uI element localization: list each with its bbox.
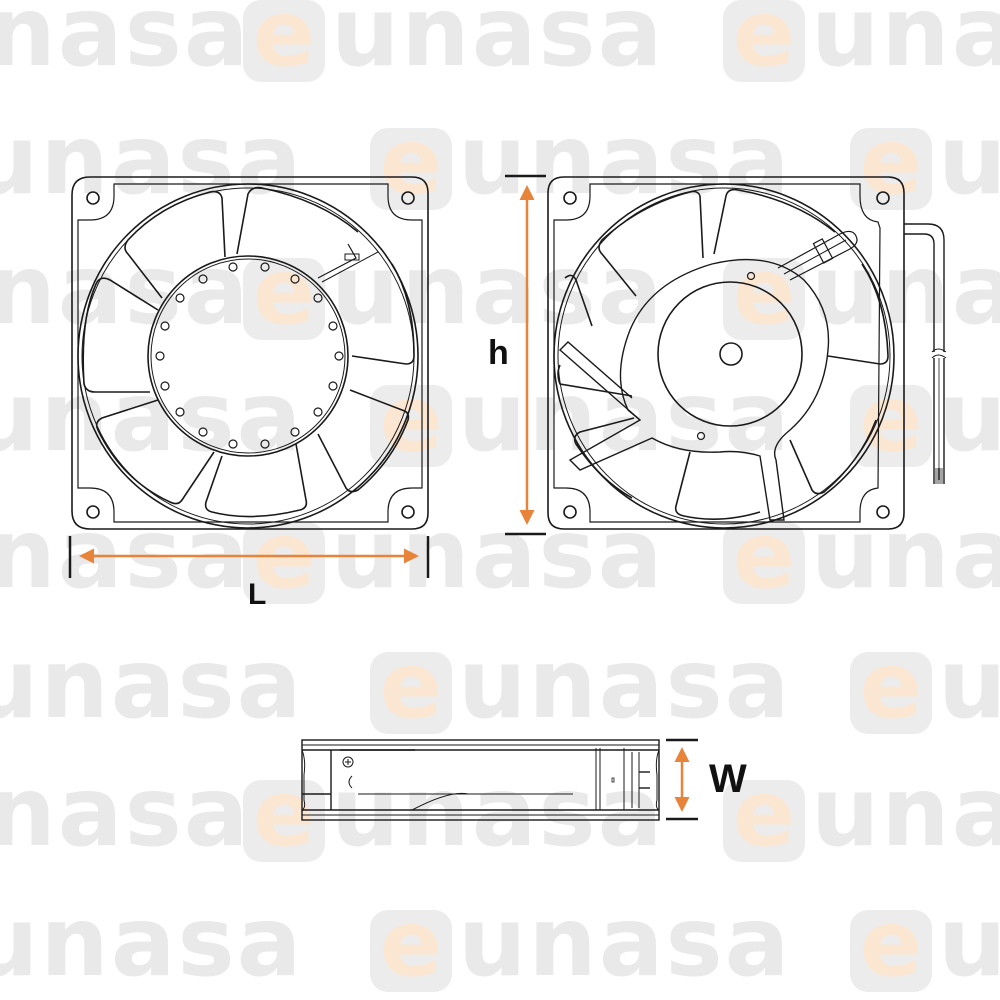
length-label: L — [248, 578, 267, 611]
width-label: W — [709, 757, 747, 801]
dimension-l — [68, 536, 430, 578]
dimension-w — [666, 738, 698, 821]
front-view — [71, 176, 429, 530]
side-view — [301, 739, 660, 821]
rear-view — [547, 176, 947, 530]
height-label: h — [488, 334, 509, 372]
dimension-h — [505, 174, 546, 536]
